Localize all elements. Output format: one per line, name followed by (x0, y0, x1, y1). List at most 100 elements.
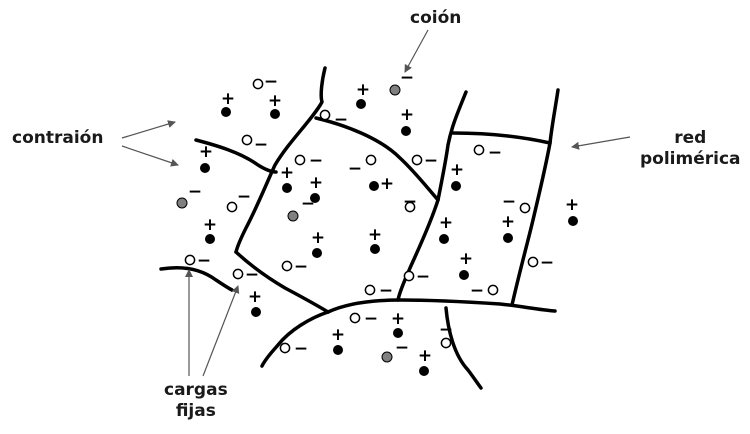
positive-sign: + (311, 228, 325, 248)
counterion-dot (251, 307, 261, 317)
counterion: + (565, 195, 579, 226)
negative-sign: − (294, 257, 308, 277)
fixed-charge-circle (253, 79, 262, 88)
counterion-arrow (122, 122, 175, 138)
fixed-charge-circle (350, 313, 359, 322)
counterion-dot (451, 181, 461, 191)
polymer-network-label-line1: red (640, 128, 741, 149)
positive-sign: + (199, 142, 213, 162)
positive-sign: + (400, 105, 414, 125)
positive-sign: + (380, 174, 394, 194)
fixed-charge-circle (365, 285, 374, 294)
counterion-dot (393, 328, 403, 338)
negative-sign: − (364, 309, 378, 329)
counterion-dot (568, 216, 578, 226)
fixed-charge: − (365, 281, 393, 301)
negative-sign: − (540, 253, 554, 273)
fixed-charge: − (320, 110, 348, 130)
negative-sign: − (395, 338, 409, 358)
positive-sign: + (439, 213, 453, 233)
negative-sign: − (245, 265, 259, 285)
fixed-charge-circle (488, 285, 497, 294)
negative-sign: − (188, 182, 202, 202)
polymer-strand (161, 268, 232, 290)
fixed-charge-circle (233, 269, 242, 278)
fixed-charge-circle (295, 155, 304, 164)
counterion: + (331, 325, 345, 355)
negative-sign: − (309, 151, 323, 171)
counterion-dot (370, 244, 380, 254)
counterion: + (391, 309, 405, 338)
counterion: + (369, 174, 394, 194)
counterion-dot (282, 183, 292, 193)
counterion: + (199, 142, 213, 173)
counterion: + (450, 160, 464, 191)
positive-sign: + (418, 346, 432, 366)
positive-sign: + (309, 173, 323, 193)
fixed-charge: − (253, 72, 278, 92)
counterion: + (501, 212, 515, 243)
coion: − (288, 194, 315, 221)
counterion-dot (356, 99, 366, 109)
negative-sign: − (197, 251, 211, 271)
counterion-dot (503, 233, 513, 243)
ions-and-charges: −−−−−−−−−−−−−−−−−−−−++++++++++++++++++++… (177, 68, 579, 376)
negative-sign: − (379, 281, 393, 301)
fixed-charge: − (403, 192, 417, 212)
fixed-charge: − (348, 155, 376, 179)
fixed-charge: − (439, 320, 453, 348)
coion-dot (288, 211, 298, 221)
fixed-charge-circle (280, 343, 289, 352)
counterion: + (368, 225, 382, 254)
negative-sign: − (254, 135, 268, 155)
fixed-charge: − (470, 281, 498, 301)
counterion-dot (369, 181, 379, 191)
fixed-charge-circle (412, 155, 421, 164)
counterion-dot (205, 234, 215, 244)
fixed-charge: − (233, 265, 259, 285)
positive-sign: + (501, 212, 515, 232)
negative-sign: − (294, 339, 308, 359)
polymer-strand (328, 300, 555, 312)
counterion: + (356, 80, 370, 109)
fixed-charge: − (295, 151, 323, 171)
counterion-dot (312, 248, 322, 258)
negative-sign: − (237, 187, 251, 207)
positive-sign: + (368, 225, 382, 245)
coion-arrow (405, 30, 428, 72)
polymer-network-label: red polimérica (640, 128, 741, 170)
coion-dot (382, 352, 392, 362)
negative-sign: − (403, 192, 417, 212)
positive-sign: + (356, 80, 370, 100)
fixed-charge: − (350, 309, 378, 329)
counterion-dot (459, 270, 469, 280)
fixed-charge: − (242, 135, 268, 155)
negative-sign: − (488, 143, 502, 163)
negative-sign: − (416, 267, 430, 287)
coion: − (390, 68, 414, 95)
fixed-charge-circle (185, 255, 194, 264)
polymer-network-strands (161, 68, 558, 388)
positive-sign: + (565, 195, 579, 215)
negative-sign: − (502, 192, 516, 212)
coion-label: coión (410, 8, 461, 29)
counterion-arrow (122, 146, 178, 165)
counterion-dot (333, 345, 343, 355)
negative-sign: − (348, 159, 362, 179)
positive-sign: + (221, 89, 235, 109)
negative-sign: − (470, 281, 484, 301)
polymer-strand (453, 133, 550, 143)
fixed-charge-circle (366, 155, 375, 164)
counterion: + (439, 213, 453, 244)
positive-sign: + (331, 325, 345, 345)
fixed-charge: − (502, 192, 530, 213)
positive-sign: + (248, 287, 262, 307)
coion-dot (390, 85, 400, 95)
coion: − (177, 182, 202, 208)
fixed-charge: − (282, 257, 308, 277)
coion-dot (177, 198, 187, 208)
counterion: + (203, 215, 217, 244)
polymer-network-label-line2: polimérica (640, 149, 741, 170)
counterion: + (221, 89, 235, 117)
fixed-charge: − (280, 339, 308, 359)
